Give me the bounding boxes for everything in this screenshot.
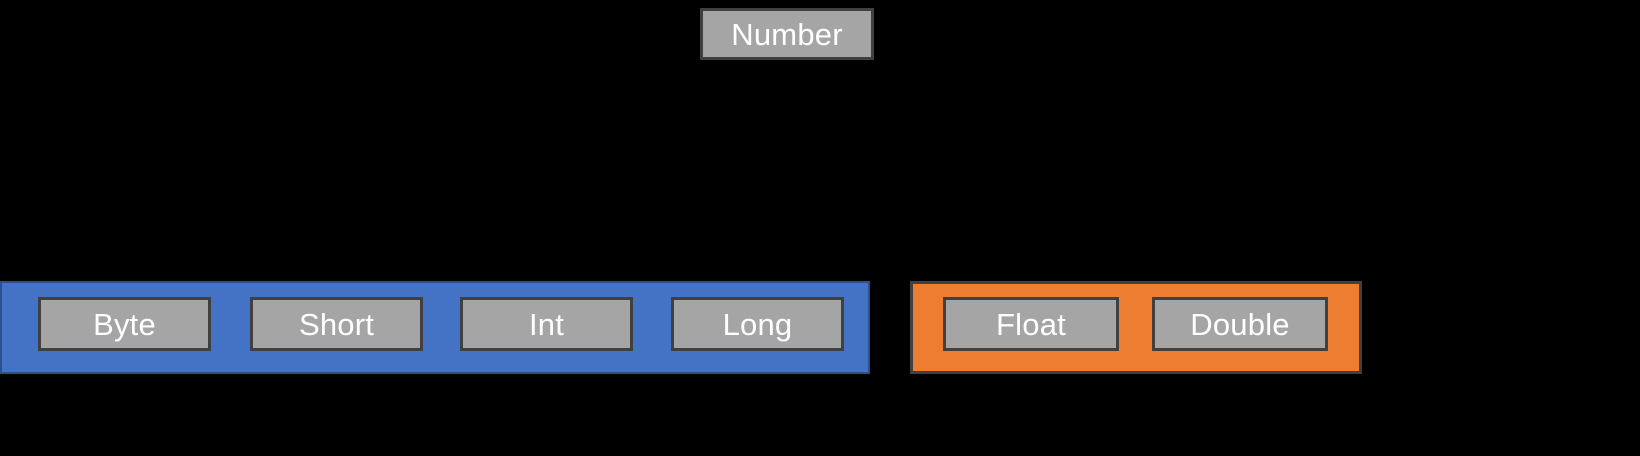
- node-label: Byte: [93, 306, 156, 342]
- node-label: Number: [731, 16, 843, 52]
- connector-horizontal-bus: [435, 160, 1136, 163]
- node-double[interactable]: Double: [1152, 297, 1328, 351]
- node-int[interactable]: Int: [460, 297, 633, 351]
- node-long[interactable]: Long: [671, 297, 844, 351]
- connector-root-to-integral: [786, 60, 789, 160]
- connector-bus-to-floating: [1134, 160, 1137, 281]
- node-short[interactable]: Short: [250, 297, 423, 351]
- node-number-root[interactable]: Number: [700, 8, 874, 60]
- node-label: Long: [722, 306, 793, 342]
- connector-bus-to-integral: [435, 160, 438, 281]
- node-label: Int: [528, 306, 565, 342]
- node-float[interactable]: Float: [943, 297, 1119, 351]
- node-label: Short: [298, 306, 375, 342]
- node-label: Double: [1190, 306, 1290, 342]
- node-byte[interactable]: Byte: [38, 297, 211, 351]
- node-label: Float: [996, 306, 1066, 342]
